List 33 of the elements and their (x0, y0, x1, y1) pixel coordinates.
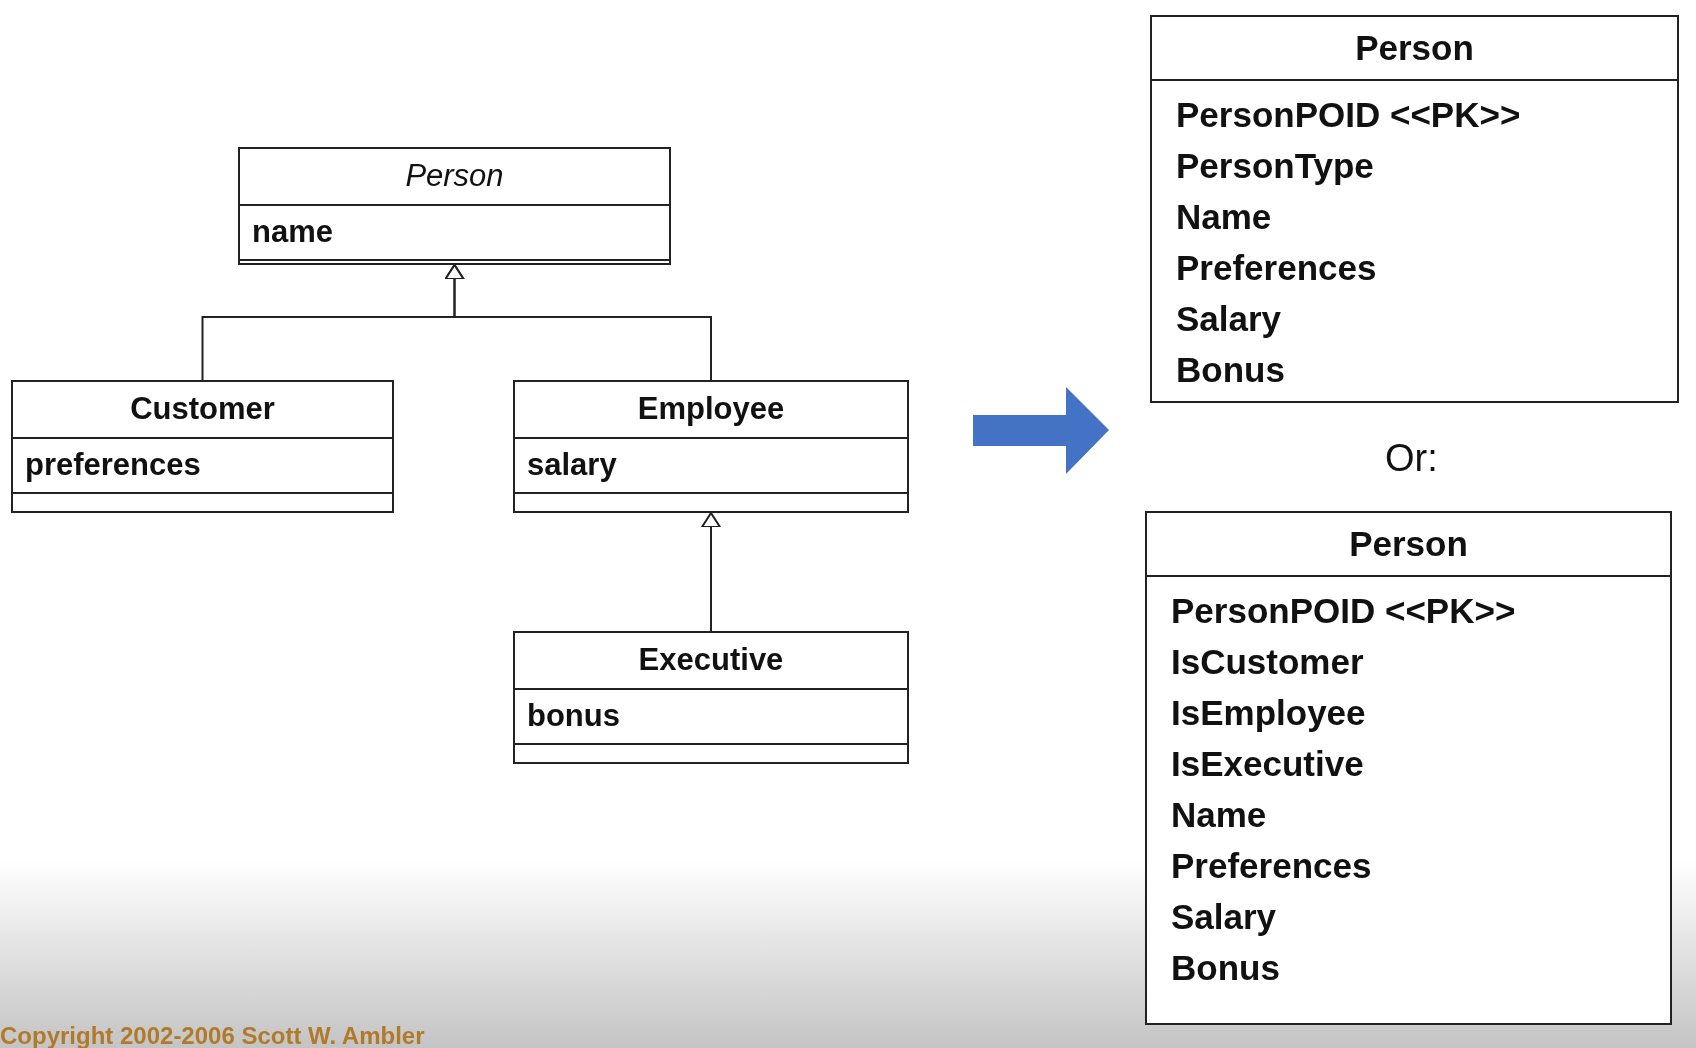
table-box (1150, 15, 1679, 403)
or-label: Or: (1385, 436, 1438, 481)
attribute-text: salary (527, 446, 617, 485)
table-box (1145, 511, 1672, 1025)
attribute-text: bonus (527, 697, 620, 736)
class-box (238, 147, 671, 265)
class-box (11, 380, 394, 513)
table-name: Person (1355, 26, 1474, 69)
class-name: Employee (637, 390, 785, 429)
column-text: Preferences (1176, 247, 1378, 289)
class-name: Customer (130, 390, 275, 429)
class-box (513, 380, 909, 513)
column-text: Salary (1176, 298, 1283, 340)
generalization-arrow (701, 512, 721, 632)
column-text: Salary (1171, 896, 1278, 938)
class-name: Executive (638, 641, 784, 680)
column-text: PersonType (1176, 145, 1375, 187)
column-text: Name (1171, 794, 1268, 836)
table-name: Person (1349, 522, 1468, 565)
attribute-text: preferences (25, 446, 201, 485)
column-text: IsExecutive (1171, 743, 1365, 785)
column-text: Name (1176, 196, 1273, 238)
class-name: Person (405, 157, 504, 196)
attribute-text: name (252, 213, 333, 252)
column-text: IsEmployee (1171, 692, 1367, 734)
column-text: IsCustomer (1171, 641, 1365, 683)
column-text: PersonPOID <<PK>> (1176, 94, 1522, 136)
column-text: Bonus (1171, 947, 1281, 989)
column-text: Bonus (1176, 349, 1286, 391)
column-text: Preferences (1171, 845, 1373, 887)
column-text: PersonPOID <<PK>> (1171, 590, 1517, 632)
generalization-arrow (444, 264, 712, 381)
class-box (513, 631, 909, 764)
